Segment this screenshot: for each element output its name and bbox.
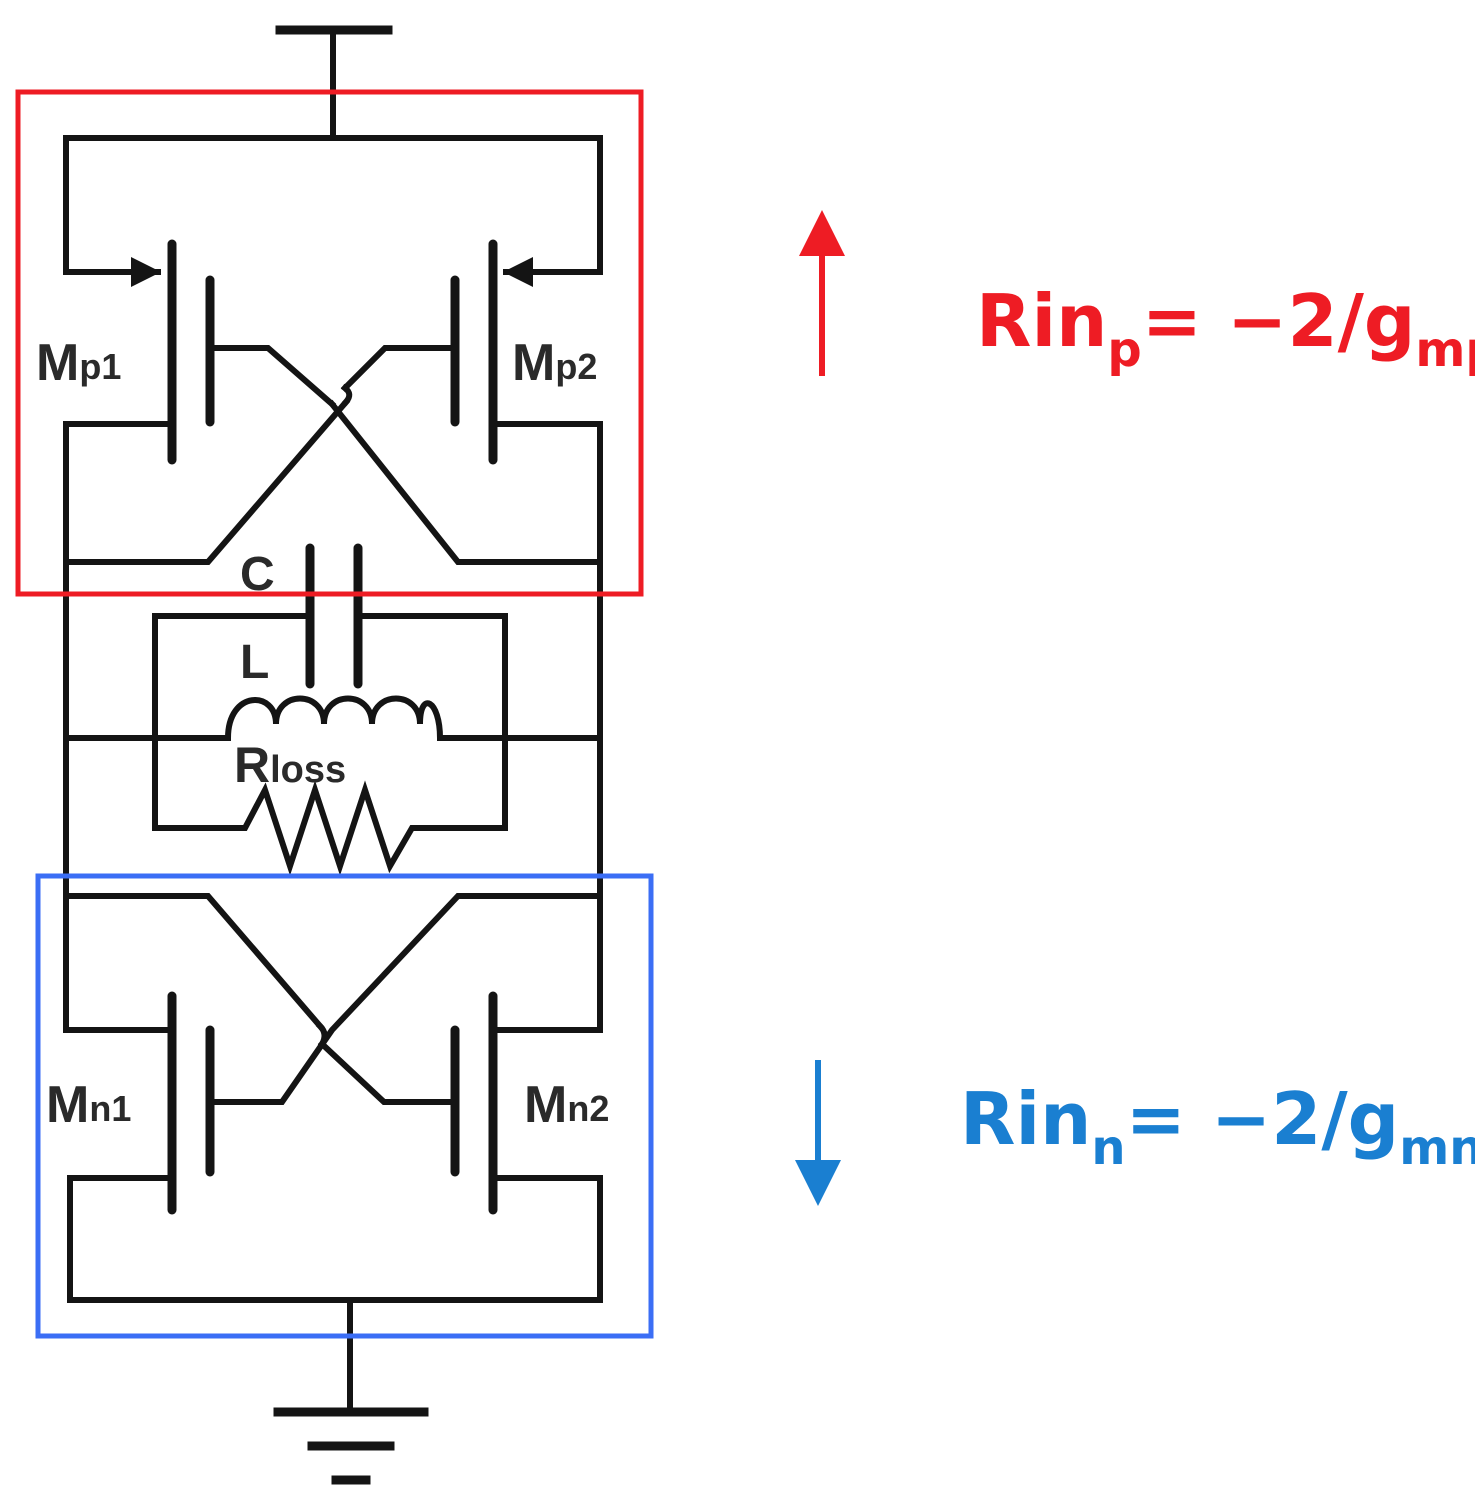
pmos-pair <box>63 135 603 565</box>
nmos-region-box <box>35 873 654 1339</box>
ground-icon <box>273 1297 429 1485</box>
nmos-pair <box>63 877 603 1303</box>
nmos-rin-equation: Rinn= −2/gmn <box>960 1077 1475 1176</box>
mn1-label: Mn1 <box>46 1076 131 1134</box>
inductor-label: L <box>240 636 269 689</box>
mp2-label: Mp2 <box>512 334 597 392</box>
arrow-up-icon <box>799 210 845 376</box>
tank-rails <box>63 559 603 883</box>
resistor-label: Rloss <box>234 737 346 793</box>
capacitor-c <box>152 543 508 689</box>
inductor-l <box>152 695 508 742</box>
mp1-label: Mp1 <box>36 334 121 392</box>
arrow-down-icon <box>795 1060 841 1206</box>
pmos-region-box <box>15 89 644 597</box>
pmos-rin-equation: Rinp= −2/gmp <box>976 279 1475 378</box>
vdd-supply-icon <box>275 25 393 141</box>
resistor-rloss <box>152 780 508 876</box>
mn2-label: Mn2 <box>524 1076 609 1134</box>
